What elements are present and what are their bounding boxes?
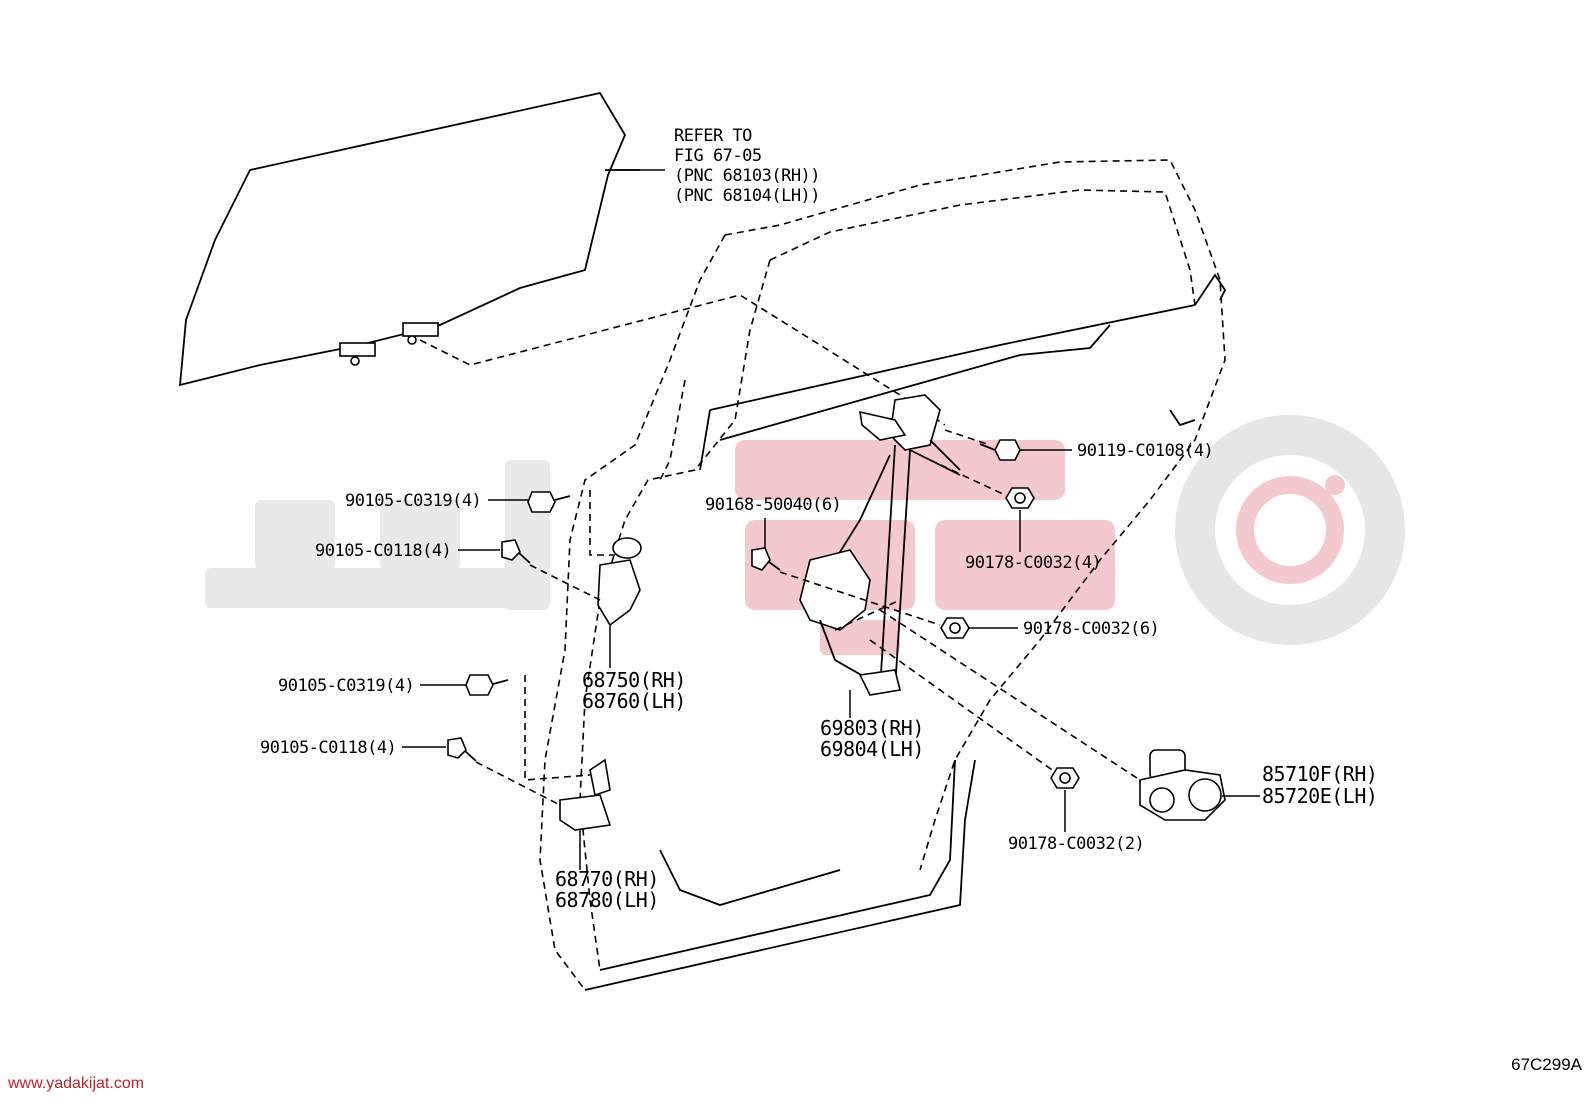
upper-hinge (589, 490, 642, 627)
label-nut-90178-6: 90178-C0032(6) (1023, 619, 1159, 639)
nut-90178-6-icon (940, 617, 970, 639)
refer-note-line3: (PNC 68103(RH)) (674, 166, 820, 186)
nut-90178-4-icon (1005, 487, 1035, 509)
bolt-90105-c0319-lower-icon (465, 674, 509, 696)
label-bolt-90105-c0118-upper: 90105-C0118(4) (315, 541, 451, 561)
website-link[interactable]: www.yadakijat.com (8, 1075, 145, 1092)
lower-hinge (524, 675, 612, 831)
label-hinge-lower-lh: 68780(LH) (555, 888, 659, 912)
label-bolt-90105-c0118-lower: 90105-C0118(4) (260, 738, 396, 758)
door-glass (178, 91, 946, 426)
label-bolt-90168: 90168-50040(6) (705, 495, 841, 515)
bolt-90105-c0319-upper-icon (527, 491, 571, 513)
power-window-motor (1139, 749, 1226, 821)
label-hinge-upper-lh: 68760(LH) (582, 689, 686, 713)
window-regulator (799, 394, 961, 696)
glass-channel-clip (339, 322, 439, 366)
label-motor-lh: 85720E(LH) (1262, 784, 1377, 808)
bolt-90105-c0118-upper-icon (501, 539, 531, 564)
bolt-90168-icon (751, 547, 781, 571)
leader-lines (402, 169, 1260, 870)
refer-note-line2: FIG 67-05 (674, 146, 762, 166)
label-hinge-upper-rh: 68750(RH) (582, 668, 686, 692)
refer-note-line1: REFER TO (674, 126, 752, 146)
label-motor-rh: 85710F(RH) (1262, 762, 1377, 786)
label-nut-90178-2: 90178-C0032(2) (1008, 834, 1144, 854)
bolt-90119-icon (979, 439, 1021, 461)
bolt-90105-c0118-lower-icon (447, 737, 477, 762)
nut-90178-2-icon (1050, 767, 1080, 789)
label-bolt-90105-c0319-lower: 90105-C0319(4) (278, 676, 414, 696)
door-panel-outline (539, 159, 1227, 991)
label-regulator-rh: 69803(RH) (820, 716, 924, 740)
label-nut-90178-4: 90178-C0032(4) (965, 553, 1101, 573)
label-bolt-90119: 90119-C0108(4) (1077, 441, 1213, 461)
refer-note-line4: (PNC 68104(LH)) (674, 186, 820, 206)
assembly-guides (475, 429, 1141, 806)
figure-code: 67C299A (1511, 1055, 1582, 1074)
label-hinge-lower-rh: 68770(RH) (555, 867, 659, 891)
refer-note: REFER TO FIG 67-05 (PNC 68103(RH)) (PNC … (674, 126, 821, 206)
label-bolt-90105-c0319-upper: 90105-C0319(4) (345, 491, 481, 511)
label-regulator-lh: 69804(LH) (820, 737, 924, 761)
